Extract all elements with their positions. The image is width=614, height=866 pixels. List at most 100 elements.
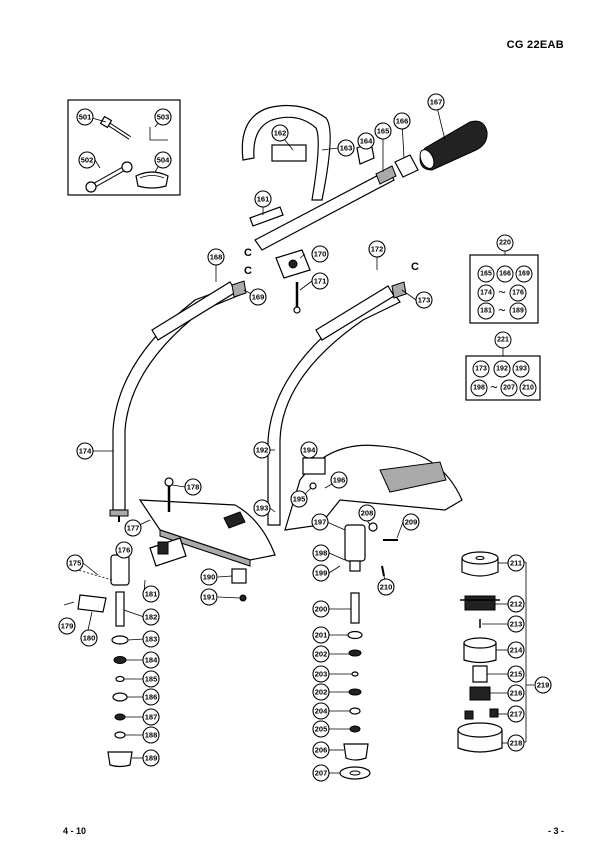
- svg-text:164: 164: [360, 137, 373, 146]
- svg-text:178: 178: [187, 483, 200, 492]
- svg-text:175: 175: [69, 559, 82, 568]
- blade-guard: [138, 499, 276, 567]
- callout: 176: [509, 284, 527, 302]
- callout: 205: [312, 720, 330, 738]
- svg-text:503: 503: [157, 113, 170, 122]
- callout: 215: [507, 665, 525, 683]
- bent-shaft-right: [267, 291, 401, 526]
- svg-text:501: 501: [79, 113, 92, 122]
- callout: 182: [142, 608, 160, 626]
- spindle-200: [350, 592, 360, 624]
- hex-bolt-tool: [99, 115, 132, 140]
- callout: 208: [358, 504, 376, 522]
- cap-188: [114, 731, 126, 739]
- callout: 198: [312, 544, 330, 562]
- svg-text:195: 195: [293, 495, 306, 504]
- spindle-182: [115, 591, 125, 627]
- svg-text:198: 198: [473, 385, 485, 392]
- callout: 204: [312, 702, 330, 720]
- callout: 209: [402, 513, 420, 531]
- svg-text:213: 213: [510, 620, 523, 629]
- ref-c-left: C: [244, 265, 252, 277]
- svg-text:179: 179: [61, 622, 74, 631]
- plate-180: [77, 594, 107, 613]
- washer-201: [347, 630, 363, 640]
- callout: 185: [142, 670, 160, 688]
- svg-text:184: 184: [145, 656, 158, 665]
- svg-text:172: 172: [371, 245, 384, 254]
- svg-text:207: 207: [503, 385, 515, 392]
- washer-186: [112, 692, 128, 702]
- callout: 197: [311, 513, 329, 531]
- callout: 169: [249, 288, 267, 306]
- svg-text:174: 174: [79, 447, 92, 456]
- callout: 189: [142, 749, 160, 767]
- svg-text:189: 189: [512, 308, 524, 315]
- svg-text:173: 173: [475, 366, 487, 373]
- callout: 216: [507, 684, 525, 702]
- callout: 173: [415, 291, 433, 309]
- callout: 213: [507, 615, 525, 633]
- reference-letters: C C C: [244, 247, 419, 277]
- callout: 177: [124, 519, 142, 537]
- svg-text:190: 190: [203, 573, 216, 582]
- svg-text:194: 194: [303, 446, 316, 455]
- nylon-cutter-head: [457, 551, 503, 753]
- label-strip-168: [151, 281, 237, 341]
- ref-c-right: C: [411, 261, 419, 273]
- nut-205: [349, 725, 361, 733]
- svg-text:180: 180: [83, 634, 96, 643]
- svg-text:220: 220: [499, 240, 511, 247]
- page-ref-left: 4 - 10: [63, 826, 87, 836]
- svg-text:192: 192: [256, 446, 269, 455]
- kit-221-contents: 221 173 192 193 198 ～ 207 210: [470, 331, 537, 397]
- washer-208: [368, 522, 378, 532]
- nut-191: [239, 594, 247, 602]
- callout: 198: [470, 379, 488, 397]
- svg-text:214: 214: [510, 646, 523, 655]
- svg-text:185: 185: [145, 675, 158, 684]
- svg-text:208: 208: [361, 509, 374, 518]
- clip-203: [351, 671, 359, 677]
- sleeve-169: [231, 280, 247, 298]
- svg-text:206: 206: [315, 746, 328, 755]
- callout: 201: [312, 626, 330, 644]
- callout: 175: [66, 554, 84, 572]
- svg-text:176: 176: [118, 546, 131, 555]
- callout: 172: [368, 240, 386, 258]
- callout: 193: [253, 499, 271, 517]
- callout: 179: [58, 617, 76, 635]
- svg-text:167: 167: [430, 98, 443, 107]
- callout: 171: [311, 272, 329, 290]
- callout: 503: [154, 108, 172, 126]
- callout: 168: [207, 248, 225, 266]
- callout: 181: [477, 302, 495, 320]
- svg-text:201: 201: [315, 631, 328, 640]
- svg-text:165: 165: [480, 271, 492, 278]
- callout: 166: [496, 265, 514, 283]
- svg-text:189: 189: [145, 754, 158, 763]
- svg-text:207: 207: [315, 769, 328, 778]
- callout: 189: [509, 302, 527, 320]
- svg-text:212: 212: [510, 600, 523, 609]
- leader-lines: [63, 102, 508, 774]
- callout: 192: [253, 441, 271, 459]
- svg-text:200: 200: [315, 605, 328, 614]
- svg-text:205: 205: [315, 725, 328, 734]
- svg-text:169: 169: [518, 271, 530, 278]
- callout: 163: [337, 139, 355, 157]
- callout: 173: [472, 360, 490, 378]
- svg-text:173: 173: [418, 296, 431, 305]
- svg-text:169: 169: [252, 293, 265, 302]
- callout: 501: [76, 108, 94, 126]
- callout: 165: [477, 265, 495, 283]
- svg-text:211: 211: [510, 559, 522, 568]
- callout: 202: [312, 645, 330, 663]
- callout: 207: [500, 379, 518, 397]
- range-separator: ～: [499, 308, 506, 315]
- bearing-202-b: [348, 688, 362, 696]
- svg-text:171: 171: [314, 277, 327, 286]
- kit-220-contents: 220 165 166 169 174 ～ 176 181 ～ 189: [477, 234, 533, 320]
- label-strip-161: [249, 206, 284, 227]
- callout: 211: [507, 554, 525, 572]
